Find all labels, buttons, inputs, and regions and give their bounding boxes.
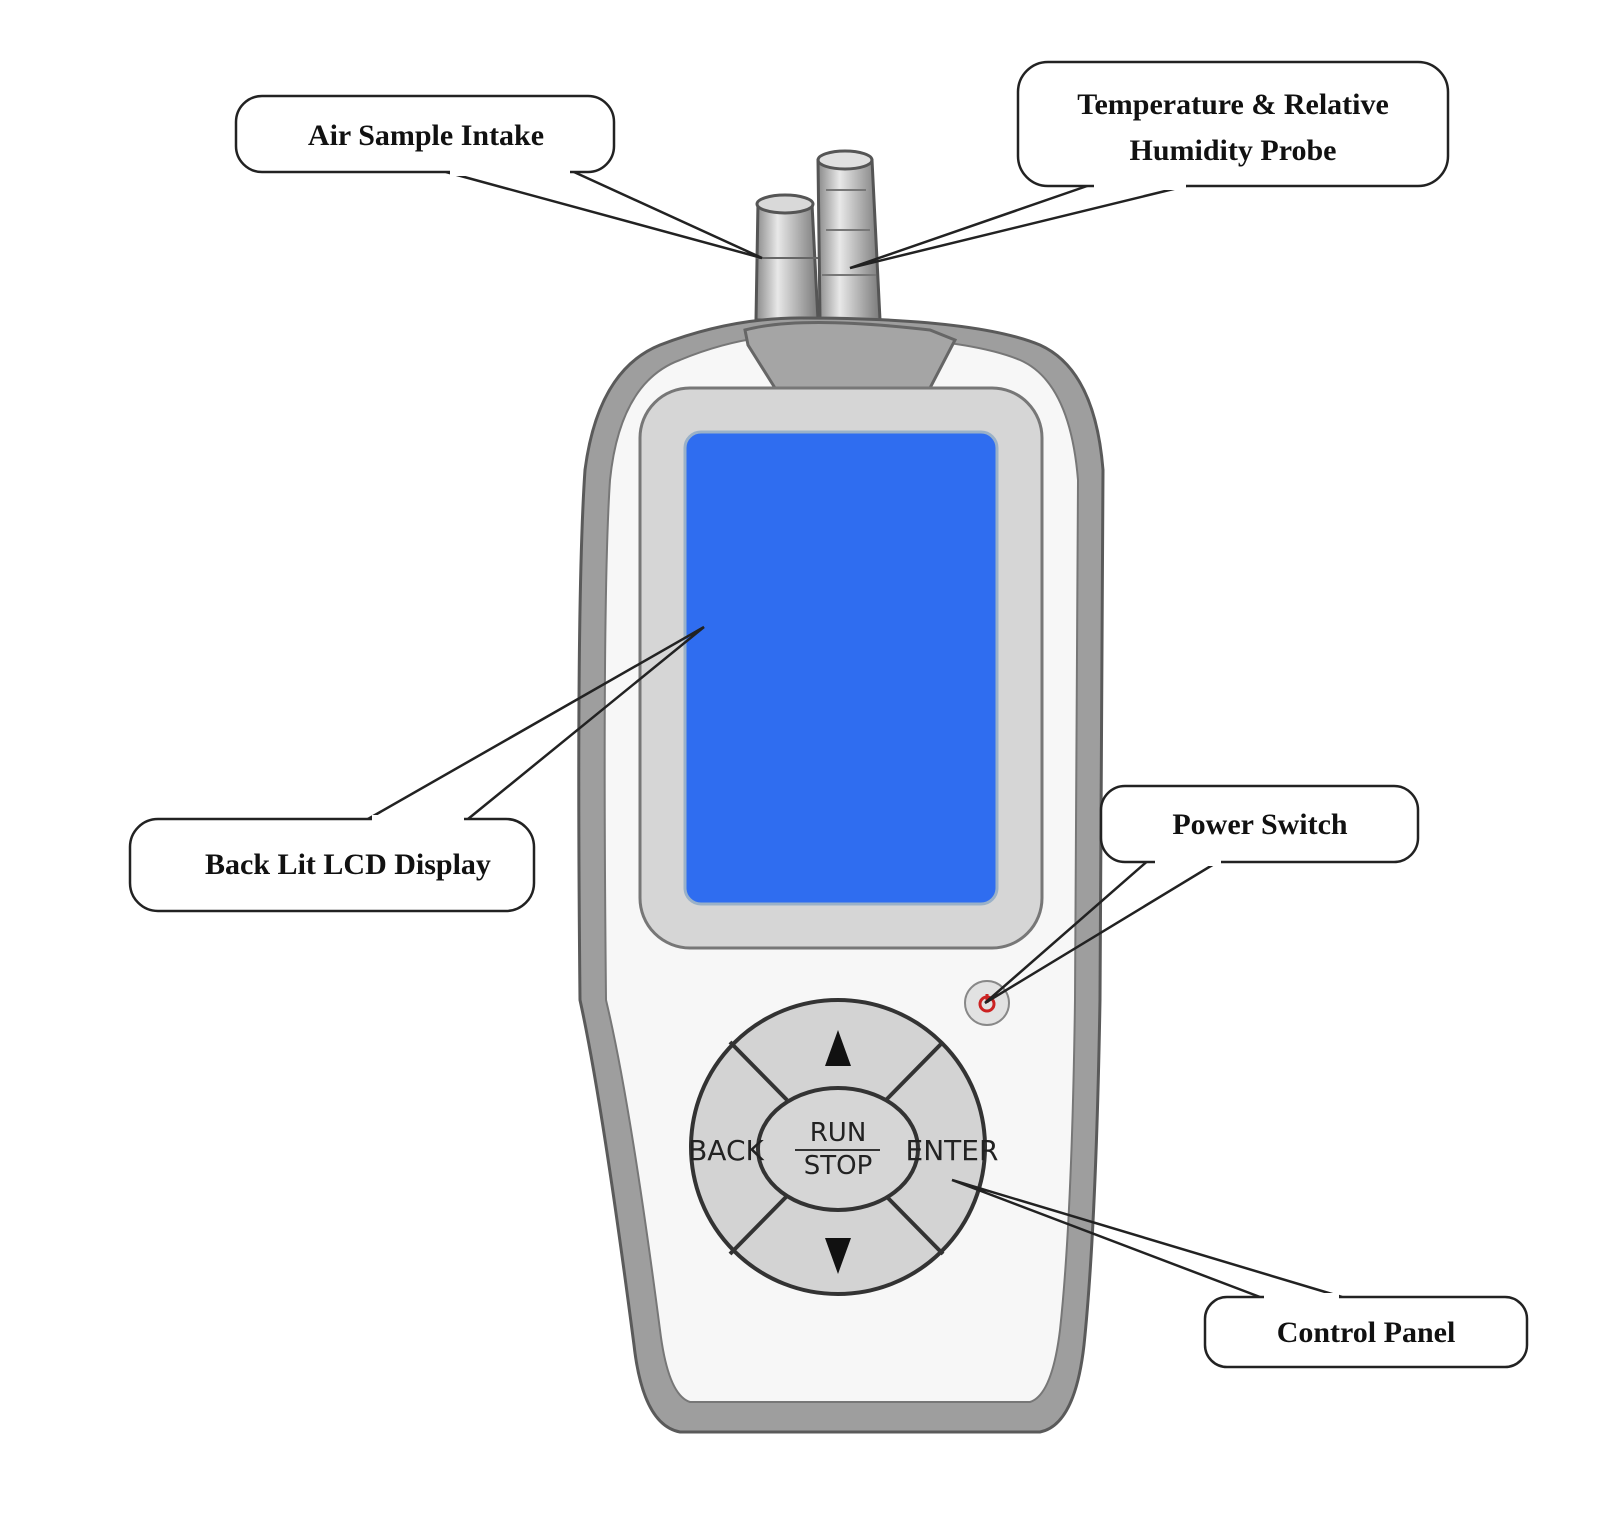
callout-temperature-humidity-probe: Temperature & Relative Humidity Probe: [1016, 60, 1450, 190]
control-leader: [951, 1178, 1343, 1299]
stop-label: STOP: [804, 1151, 873, 1181]
run-label: RUN: [810, 1118, 867, 1148]
temperature-humidity-probe: [816, 149, 882, 322]
callout-control-panel: Control Panel: [1203, 1293, 1529, 1369]
leader-lines: [367, 170, 1343, 1299]
callout-air-sample-intake: Air Sample Intake: [234, 94, 616, 176]
lcd-leader: [367, 625, 705, 821]
probe-leader: [849, 183, 1191, 270]
callout-control-panel-label: Control Panel: [1277, 1316, 1456, 1349]
power-leader: [984, 856, 1225, 1005]
lcd-screen: [683, 430, 999, 906]
probe-mount-collar: [743, 321, 958, 390]
up-button[interactable]: [825, 1030, 851, 1066]
callout-air-sample-intake-label: Air Sample Intake: [308, 119, 544, 152]
back-button[interactable]: BACK: [688, 1134, 764, 1167]
air-intake-leader: [445, 170, 763, 260]
callout-power-switch: Power Switch: [1099, 784, 1420, 866]
callout-probe-label-line1: Temperature & Relative: [1077, 88, 1389, 121]
callout-probe-label-line2: Humidity Probe: [1130, 134, 1337, 167]
arrow-down-icon: [825, 1238, 851, 1274]
callout-lcd-label: Back Lit LCD Display: [205, 848, 491, 881]
air-sample-intake-nozzle: [754, 193, 820, 322]
control-keypad: RUN STOP BACK ENTER: [688, 998, 999, 1296]
enter-button[interactable]: ENTER: [906, 1134, 999, 1167]
arrow-up-icon: [825, 1030, 851, 1066]
callout-power-switch-label: Power Switch: [1172, 808, 1348, 841]
callout-back-lit-lcd-display: Back Lit LCD Display: [128, 815, 536, 913]
down-button[interactable]: [825, 1238, 851, 1274]
run-stop-button[interactable]: [756, 1086, 920, 1212]
